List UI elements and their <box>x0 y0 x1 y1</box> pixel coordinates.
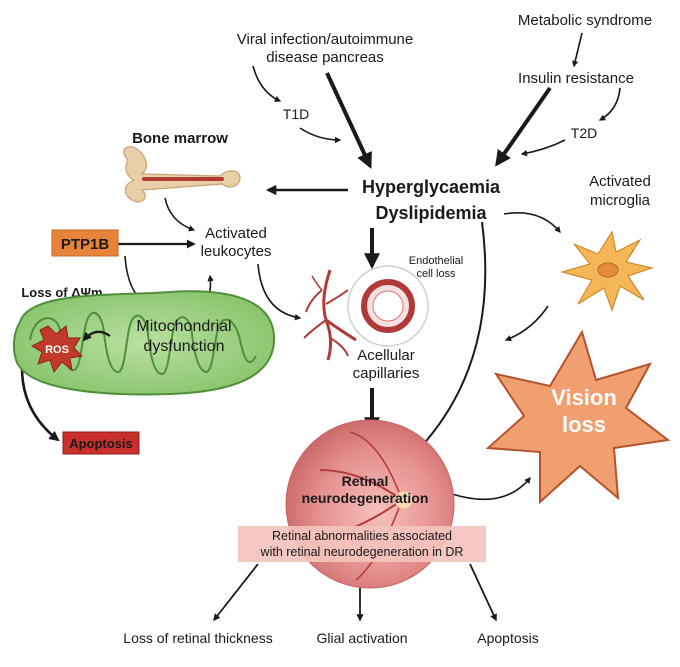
bone-marrow-label: Bone marrow <box>132 130 228 147</box>
endothelial-cell-loss-label: Endothelial <box>409 255 463 267</box>
viral-infection-label: Viral infection/autoimmune <box>237 31 413 48</box>
retinal-abnormalities-line1: Retinal abnormalities associated <box>272 529 452 543</box>
arrow-t1d-to-hyper <box>299 127 342 144</box>
t1d-label: T1D <box>283 106 309 122</box>
ptp1b-box <box>51 229 119 257</box>
vision-loss-starburst <box>485 329 671 505</box>
mitochondrial-dysfunction-label: Mitochondrial <box>136 318 231 335</box>
arrow-to-apoptosis-outcome <box>469 563 497 622</box>
apoptosis-outcome-label: Apoptosis <box>477 630 538 646</box>
activated-microglia-label-line2: microglia <box>590 192 651 209</box>
arrow-to-retinal-thickness <box>213 563 259 622</box>
retinal-abnormalities-band <box>238 526 486 562</box>
endothelium-cross-section-icon <box>347 265 429 347</box>
arrow-ros-to-apoptosis <box>20 367 60 442</box>
arrow-t2d-to-hyper <box>520 139 566 157</box>
acellular-capillaries-label-line2: capillaries <box>353 365 420 382</box>
glial-activation-label: Glial activation <box>316 630 407 646</box>
activated-leukocytes-label: Activated <box>205 225 267 242</box>
hyperglycaemia-label: Hyperglycaemia <box>362 177 501 197</box>
viral-infection-label-line2: disease pancreas <box>266 49 384 66</box>
insulin-resistance-label: Insulin resistance <box>518 70 634 87</box>
arrow-insulin-to-hyper <box>495 86 552 167</box>
metabolic-syndrome-label: Metabolic syndrome <box>518 12 652 29</box>
apoptosis-box <box>62 431 140 455</box>
loss-of-retinal-thickness-label: Loss of retinal thickness <box>123 630 272 646</box>
microglia-cell-icon <box>559 230 655 312</box>
arrow-leukocytes-to-vessels <box>257 263 302 321</box>
arrow-retina-to-vision <box>451 477 531 501</box>
activated-leukocytes-label-line2: leukocytes <box>201 243 272 260</box>
mitochondrion-icon <box>12 290 276 396</box>
activated-microglia-label: Activated <box>589 173 651 190</box>
dyslipidemia-label: Dyslipidemia <box>375 203 487 223</box>
arrow-metabolic-to-insulin <box>572 32 583 68</box>
apoptosis-box-label: Apoptosis <box>69 436 133 451</box>
acellular-capillaries-label: Acellular <box>357 347 415 364</box>
vision-loss-label-line2: loss <box>562 412 606 437</box>
retinal-neurodegeneration-label: Retinal <box>342 473 389 489</box>
ptp1b-label: PTP1B <box>61 236 110 253</box>
arrow-hyper-to-microglia <box>503 212 561 233</box>
arrow-viral-to-t1d <box>252 65 282 102</box>
bone-marrow-icon <box>123 146 241 203</box>
t2d-label: T2D <box>571 125 597 141</box>
ros-label: ROS <box>45 344 69 356</box>
ros-burst-icon <box>30 325 84 374</box>
arrow-viral-to-hyper <box>325 72 372 169</box>
arrow-microglia-to-retina <box>504 305 549 342</box>
mitochondrial-dysfunction-label-line2: dysfunction <box>144 338 225 355</box>
arrow-bone-to-leukocytes <box>164 197 196 232</box>
retinal-vessels-icon <box>303 269 357 361</box>
vision-loss-label: Vision <box>551 385 617 410</box>
arrow-hyper-to-retina <box>418 221 487 450</box>
arrow-mito-to-ros <box>82 330 111 342</box>
arrow-insulin-to-t2d <box>598 87 621 121</box>
endothelial-cell-loss-label-line2: cell loss <box>416 268 456 280</box>
retinal-neurodegeneration-label-line2: neurodegeneration <box>302 490 429 506</box>
retinal-abnormalities-line2: with retinal neurodegeneration in DR <box>260 545 464 559</box>
